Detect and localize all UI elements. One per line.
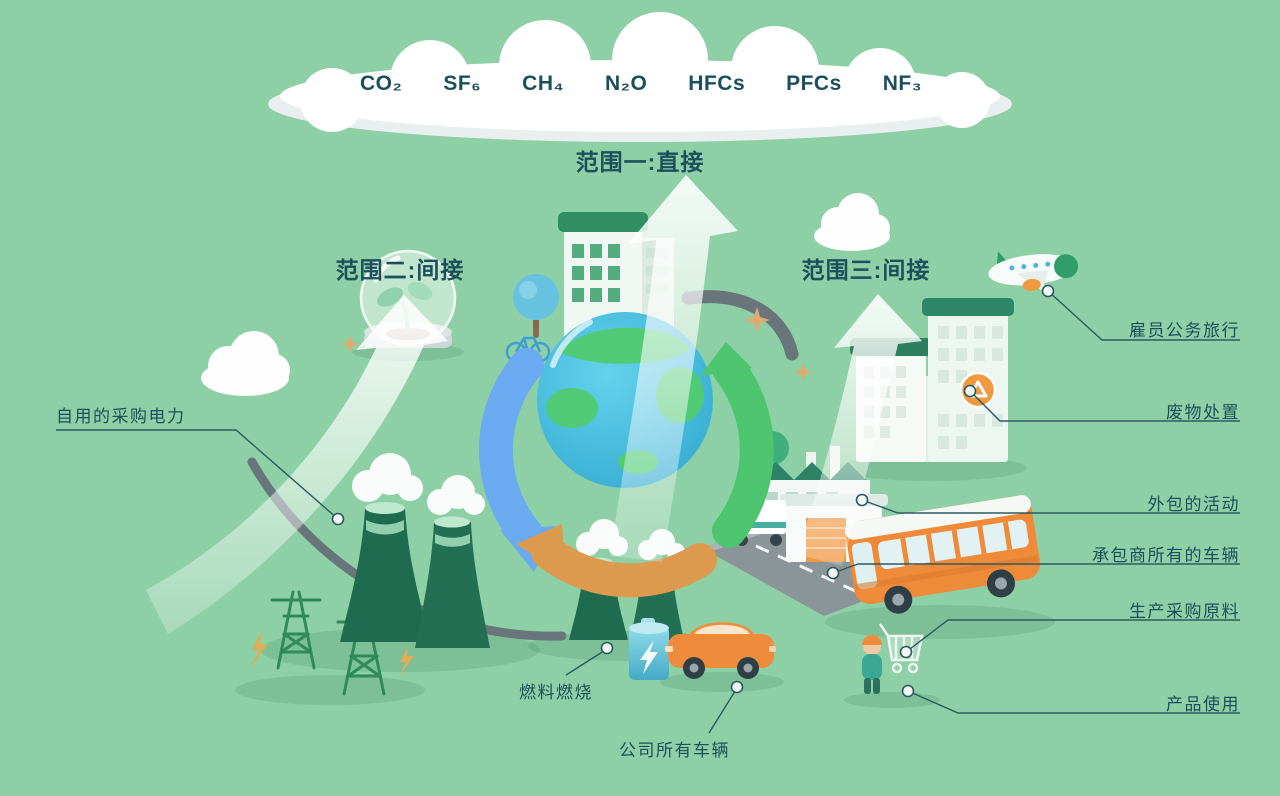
steam-clouds bbox=[352, 453, 485, 515]
scope2-arrow bbox=[146, 295, 448, 634]
greenhouse-gas-list: CO₂ SF₆ CH₄ N₂O HFCs PFCs NF₃ bbox=[360, 72, 922, 96]
callout-lines bbox=[56, 290, 1240, 734]
sparkles bbox=[341, 307, 812, 381]
car bbox=[665, 622, 776, 679]
cooling-towers-large bbox=[340, 453, 490, 648]
lightning-bolts bbox=[250, 630, 414, 676]
decor-cloud-right bbox=[814, 193, 890, 251]
recycle-cycle-arrows bbox=[479, 342, 774, 598]
gas-nf3: NF₃ bbox=[882, 72, 922, 95]
worker bbox=[862, 635, 882, 694]
gas-co2: CO₂ bbox=[360, 72, 403, 95]
gas-pfcs: PFCs bbox=[786, 72, 842, 95]
callout-company-vehicles: 公司所有车辆 bbox=[619, 741, 730, 760]
battery bbox=[629, 618, 669, 680]
callout-purchased-electricity: 自用的采购电力 bbox=[56, 407, 186, 426]
callout-fuel-combustion: 燃料燃烧 bbox=[519, 683, 593, 702]
callout-production-purchased-materials: 生产采购原料 bbox=[1129, 602, 1240, 621]
scope2-title: 范围二:间接 bbox=[335, 257, 465, 283]
recycle-badge bbox=[959, 371, 997, 409]
scope3-arrow bbox=[796, 294, 922, 566]
gas-n2o: N₂O bbox=[604, 72, 648, 95]
greenhouse-gas-cloud bbox=[268, 12, 1012, 142]
bus bbox=[844, 495, 1041, 614]
callout-waste-disposal: 废物处置 bbox=[1166, 403, 1240, 422]
callout-employee-business-travel: 雇员公务旅行 bbox=[1129, 321, 1240, 340]
scope3-title: 范围三:间接 bbox=[801, 257, 931, 283]
scope1-arrow bbox=[610, 175, 738, 562]
callout-product-use: 产品使用 bbox=[1166, 695, 1240, 714]
gas-sf6: SF₆ bbox=[443, 72, 482, 95]
callout-dots bbox=[331, 284, 1055, 698]
callout-outsourced-activities: 外包的活动 bbox=[1147, 495, 1240, 514]
decor-cloud-left bbox=[201, 331, 290, 396]
callout-contractor-owned-vehicles: 承包商所有的车辆 bbox=[1092, 546, 1240, 565]
tree-blue bbox=[513, 274, 559, 338]
gas-hfcs: HFCs bbox=[688, 72, 746, 95]
airplane bbox=[988, 251, 1079, 291]
gas-ch4: CH₄ bbox=[522, 72, 564, 95]
scope1-title: 范围一:直接 bbox=[575, 149, 705, 175]
